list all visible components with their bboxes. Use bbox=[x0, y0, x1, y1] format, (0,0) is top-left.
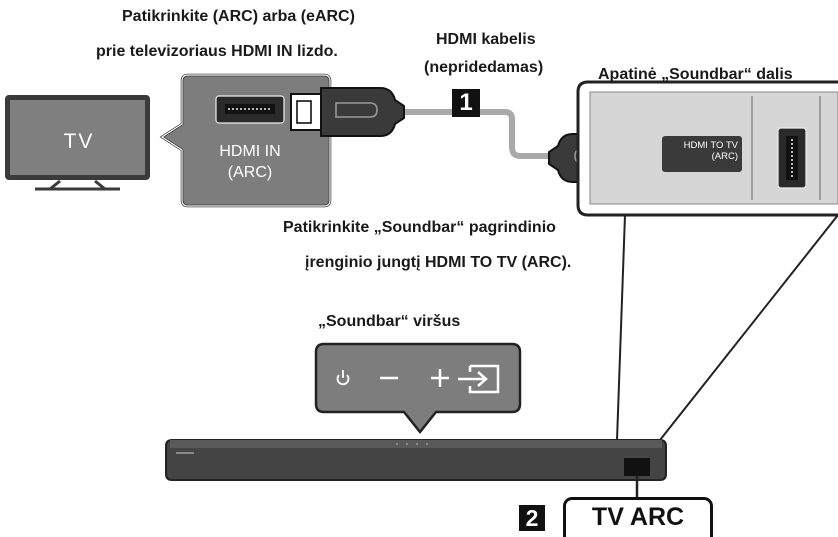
tv-port-label: HDMI IN (ARC) bbox=[202, 141, 298, 183]
step-1-badge: 1 bbox=[452, 89, 480, 117]
tv-illustration bbox=[5, 95, 150, 191]
soundbar-illustration bbox=[165, 439, 667, 497]
check-soundbar-port-label-line2: įrenginio jungtį HDMI TO TV (ARC). bbox=[305, 254, 572, 271]
tv-label: TV bbox=[63, 130, 95, 153]
soundbar-top-label: „Soundbar“ viršus bbox=[318, 313, 461, 330]
cable-label-line2: (nepridedamas) bbox=[424, 59, 544, 76]
soundbar-bottom-panel bbox=[576, 80, 838, 441]
source-input-icon bbox=[458, 364, 500, 394]
soundbar-port-label: HDMI TO TV (ARC) bbox=[668, 140, 738, 162]
tv-arc-label-box bbox=[563, 497, 713, 537]
soundbar-bottom-label: Apatinė „Soundbar“ dalis bbox=[598, 66, 793, 83]
tv-port-label-line2: (ARC) bbox=[227, 164, 273, 181]
cable-label-line1: HDMI kabelis bbox=[436, 31, 536, 48]
check-soundbar-port-label-line1: Patikrinkite „Soundbar“ pagrindinio bbox=[283, 219, 556, 236]
tv-port-label-line1: HDMI IN bbox=[219, 143, 281, 160]
tv-port-callout bbox=[159, 73, 332, 208]
soundbar-port-label-line1: HDMI TO TV bbox=[683, 140, 738, 151]
tv-arc-label: TV ARC bbox=[591, 503, 685, 531]
step-2-badge: 2 bbox=[519, 505, 545, 531]
check-tv-port-label-line2: prie televizoriaus HDMI IN lizdo. bbox=[96, 43, 338, 60]
soundbar-port-label-line2: (ARC) bbox=[711, 151, 738, 162]
plus-icon bbox=[431, 369, 449, 387]
soundbar-top-callout bbox=[314, 342, 522, 435]
power-icon bbox=[336, 370, 350, 386]
check-tv-port-label-line1: Patikrinkite (ARC) arba (eARC) bbox=[122, 8, 355, 25]
